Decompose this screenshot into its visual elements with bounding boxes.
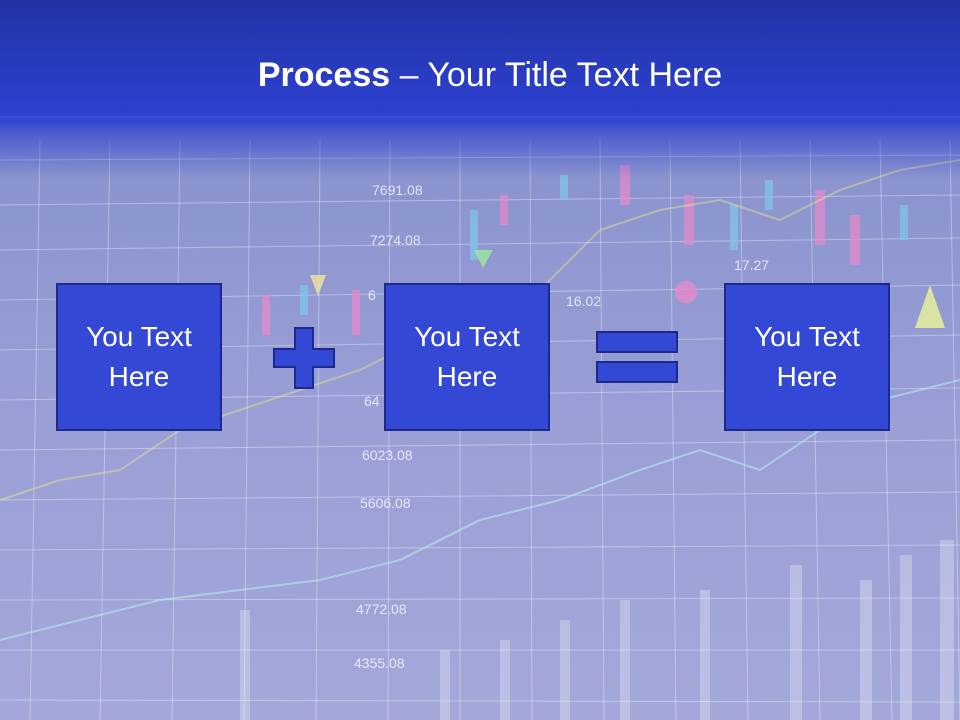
process-box-1-label: You Text Here — [86, 321, 192, 392]
background-volume-bars — [240, 540, 954, 720]
process-box-1[interactable]: You Text Here — [56, 283, 222, 431]
equals-icon — [596, 331, 678, 383]
svg-text:5606.08: 5606.08 — [360, 495, 411, 511]
svg-text:7691.08: 7691.08 — [372, 182, 423, 198]
process-box-2[interactable]: You Text Here — [384, 283, 550, 431]
background-numbers: 7691.08 7274.08 6023.08 5606.08 4772.08 … — [354, 182, 769, 671]
process-box-3-label: You Text Here — [754, 321, 860, 392]
plus-icon — [273, 327, 335, 389]
title-bar — [0, 0, 960, 130]
title-bar-fade — [0, 118, 960, 178]
slide-title-bold: Process — [257, 56, 391, 94]
background-candles — [262, 165, 945, 335]
svg-text:4355.08: 4355.08 — [354, 655, 405, 671]
svg-text:6: 6 — [368, 287, 376, 303]
svg-text:64: 64 — [364, 393, 380, 409]
svg-text:6023.08: 6023.08 — [362, 447, 413, 463]
slide-title-rest: – Your Title Text Here — [390, 56, 723, 94]
svg-text:7274.08: 7274.08 — [370, 232, 421, 248]
slide-title: Process – Your Title Text Here — [0, 54, 960, 96]
svg-text:16.02: 16.02 — [566, 293, 601, 309]
svg-text:17.27: 17.27 — [734, 257, 769, 273]
svg-text:4772.08: 4772.08 — [356, 601, 407, 617]
process-box-3[interactable]: You Text Here — [724, 283, 890, 431]
process-box-2-label: You Text Here — [414, 321, 520, 392]
